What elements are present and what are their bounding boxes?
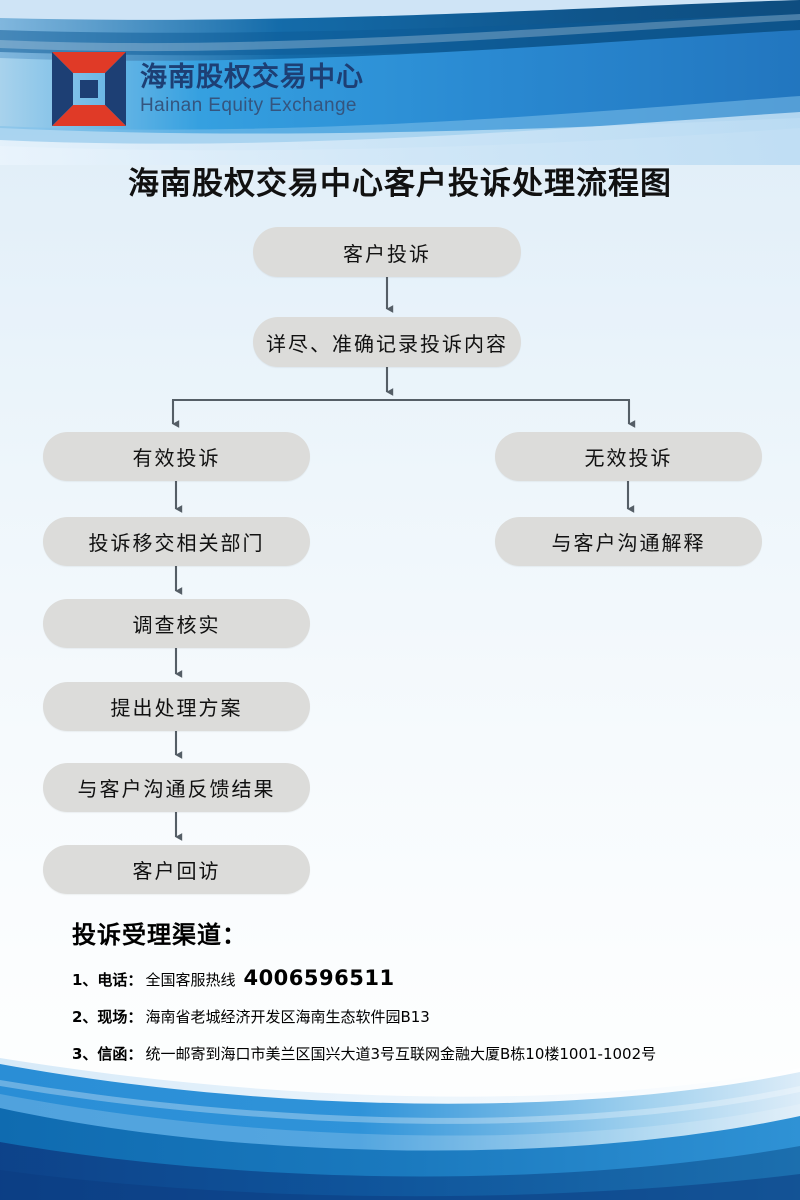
channels-heading: 投诉受理渠道： <box>72 921 247 949</box>
channel-label-onsite: 2、现场： <box>72 1008 143 1026</box>
channel-value-phone: 全国客服热线 <box>145 971 236 989</box>
flow-node-valid[interactable]: 有效投诉 <box>43 432 310 481</box>
flow-node-record[interactable]: 详尽、准确记录投诉内容 <box>253 317 521 367</box>
brand-logo: 海南股权交易中心 Hainan Equity Exchange <box>52 52 364 126</box>
flow-node-investigate[interactable]: 调查核实 <box>43 599 310 648</box>
flow-node-invalid[interactable]: 无效投诉 <box>495 432 762 481</box>
channel-item-onsite: 2、现场： 海南省老城经济开发区海南生态软件园B13 <box>72 1006 772 1027</box>
flowchart: 客户投诉 详尽、准确记录投诉内容 有效投诉 无效投诉 投诉移交相关部门 与客户沟… <box>43 227 762 894</box>
flow-node-propose[interactable]: 提出处理方案 <box>43 682 310 731</box>
channel-label-phone: 1、电话： <box>72 971 143 989</box>
flow-node-explain[interactable]: 与客户沟通解释 <box>495 517 762 566</box>
footer-banner <box>0 1050 800 1200</box>
flow-node-feedback[interactable]: 与客户沟通反馈结果 <box>43 763 310 812</box>
channel-label-mail: 3、信函： <box>72 1045 143 1063</box>
hotline-number[interactable]: 4006596511 <box>243 966 395 990</box>
page-title: 海南股权交易中心客户投诉处理流程图 <box>128 166 672 202</box>
flow-node-transfer[interactable]: 投诉移交相关部门 <box>43 517 310 566</box>
channel-value-mail: 统一邮寄到海口市美兰区国兴大道3号互联网金融大厦B栋10楼1001-1002号 <box>145 1045 657 1063</box>
channel-item-mail: 3、信函： 统一邮寄到海口市美兰区国兴大道3号互联网金融大厦B栋10楼1001-… <box>72 1043 772 1064</box>
channel-value-onsite: 海南省老城经济开发区海南生态软件园B13 <box>145 1008 430 1026</box>
flow-node-complaint[interactable]: 客户投诉 <box>253 227 521 277</box>
header-banner <box>0 0 800 165</box>
brand-name-cn: 海南股权交易中心 <box>140 61 364 93</box>
channel-item-phone: 1、电话： 全国客服热线 4006596511 <box>72 966 772 990</box>
brand-text: 海南股权交易中心 Hainan Equity Exchange <box>140 64 364 115</box>
footer-wave-graphic <box>0 1058 800 1200</box>
header-wave-graphic <box>0 0 800 165</box>
flowchart-connectors <box>171 277 636 841</box>
complaint-channels: 投诉受理渠道： 1、电话： 全国客服热线 4006596511 2、现场： 海南… <box>72 915 772 1064</box>
hainan-equity-emblem-icon <box>52 52 126 126</box>
flow-node-followup[interactable]: 客户回访 <box>43 845 310 894</box>
brand-name-en: Hainan Equity Exchange <box>140 94 357 116</box>
